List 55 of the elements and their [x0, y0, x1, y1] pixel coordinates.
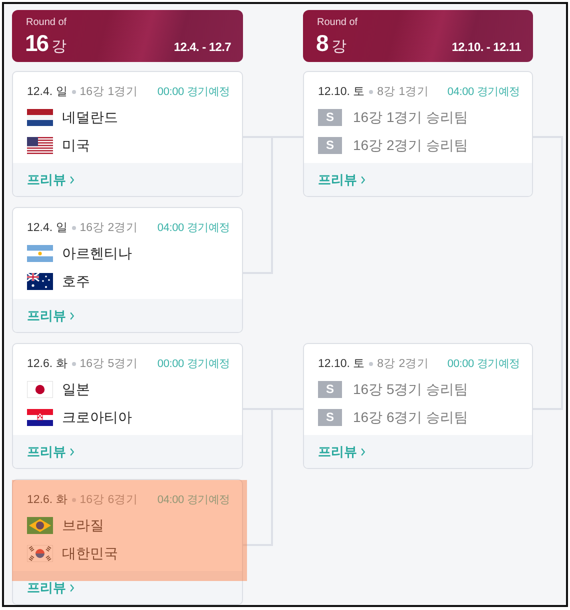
kickoff-time: 00:00 경기예정 — [157, 85, 230, 99]
placeholder-badge: S — [318, 137, 342, 154]
match-card — [303, 71, 533, 197]
match-date: 12.10. 토 — [318, 357, 366, 372]
match-card — [303, 343, 533, 469]
preview-link: 프리뷰 — [27, 443, 74, 460]
match-number: 16강 5경기 — [80, 357, 138, 372]
match-card — [12, 207, 243, 333]
team-name: 크로아티아 — [62, 408, 132, 426]
preview-link: 프리뷰 — [318, 171, 365, 188]
match-number: 8강 1경기 — [377, 85, 430, 100]
team-name: 대한민국 — [62, 544, 118, 562]
match-card — [12, 343, 243, 469]
round-header — [12, 10, 243, 62]
round-header — [303, 10, 533, 62]
preview-link: 프리뷰 — [27, 307, 74, 324]
kickoff-time: 04:00 경기예정 — [157, 221, 230, 235]
team-name: 네덜란드 — [62, 108, 118, 126]
team-name: 일본 — [62, 380, 90, 398]
match-card — [12, 71, 243, 197]
match-date: 12.6. 화 — [27, 357, 68, 372]
team-name: 16강 6경기 승리팀 — [353, 408, 468, 426]
team-name: 16강 1경기 승리팀 — [353, 108, 468, 126]
kickoff-time: 04:00 경기예정 — [447, 85, 520, 99]
kickoff-time: 00:00 경기예정 — [447, 357, 520, 371]
match-card — [12, 479, 243, 605]
preview-link: 프리뷰 — [27, 171, 74, 188]
team-name: 브라질 — [62, 516, 104, 534]
match-date: 12.4. 일 — [27, 85, 68, 100]
team-name: 호주 — [62, 272, 90, 290]
match-date: 12.10. 토 — [318, 85, 366, 100]
team-name: 16강 2경기 승리팀 — [353, 136, 468, 154]
round-label: Round of — [317, 17, 358, 29]
team-name: 미국 — [62, 136, 90, 154]
bracket-line — [243, 138, 273, 274]
match-number: 16강 2경기 — [80, 221, 138, 236]
round-label: Round of — [26, 17, 67, 29]
team-name: 아르헨티나 — [62, 244, 132, 262]
date-range: 12.10. - 12.11 — [452, 40, 521, 54]
preview-link: 프리뷰 — [318, 443, 365, 460]
kickoff-time: 00:00 경기예정 — [157, 357, 230, 371]
bracket-line — [533, 136, 563, 410]
match-number: 16강 1경기 — [80, 85, 138, 100]
team-name: 16강 5경기 승리팀 — [353, 380, 468, 398]
placeholder-badge: S — [318, 381, 342, 398]
bracket-line — [243, 410, 273, 546]
preview-link: 프리뷰 — [27, 579, 74, 596]
match-date: 12.6. 화 — [27, 493, 68, 508]
match-date: 12.4. 일 — [27, 221, 68, 236]
placeholder-badge: S — [318, 409, 342, 426]
date-range: 12.4. - 12.7 — [174, 40, 231, 54]
match-number: 8강 2경기 — [377, 357, 430, 372]
match-number: 16강 6경기 — [80, 493, 138, 508]
kickoff-time: 04:00 경기예정 — [157, 493, 230, 507]
placeholder-badge: S — [318, 109, 342, 126]
